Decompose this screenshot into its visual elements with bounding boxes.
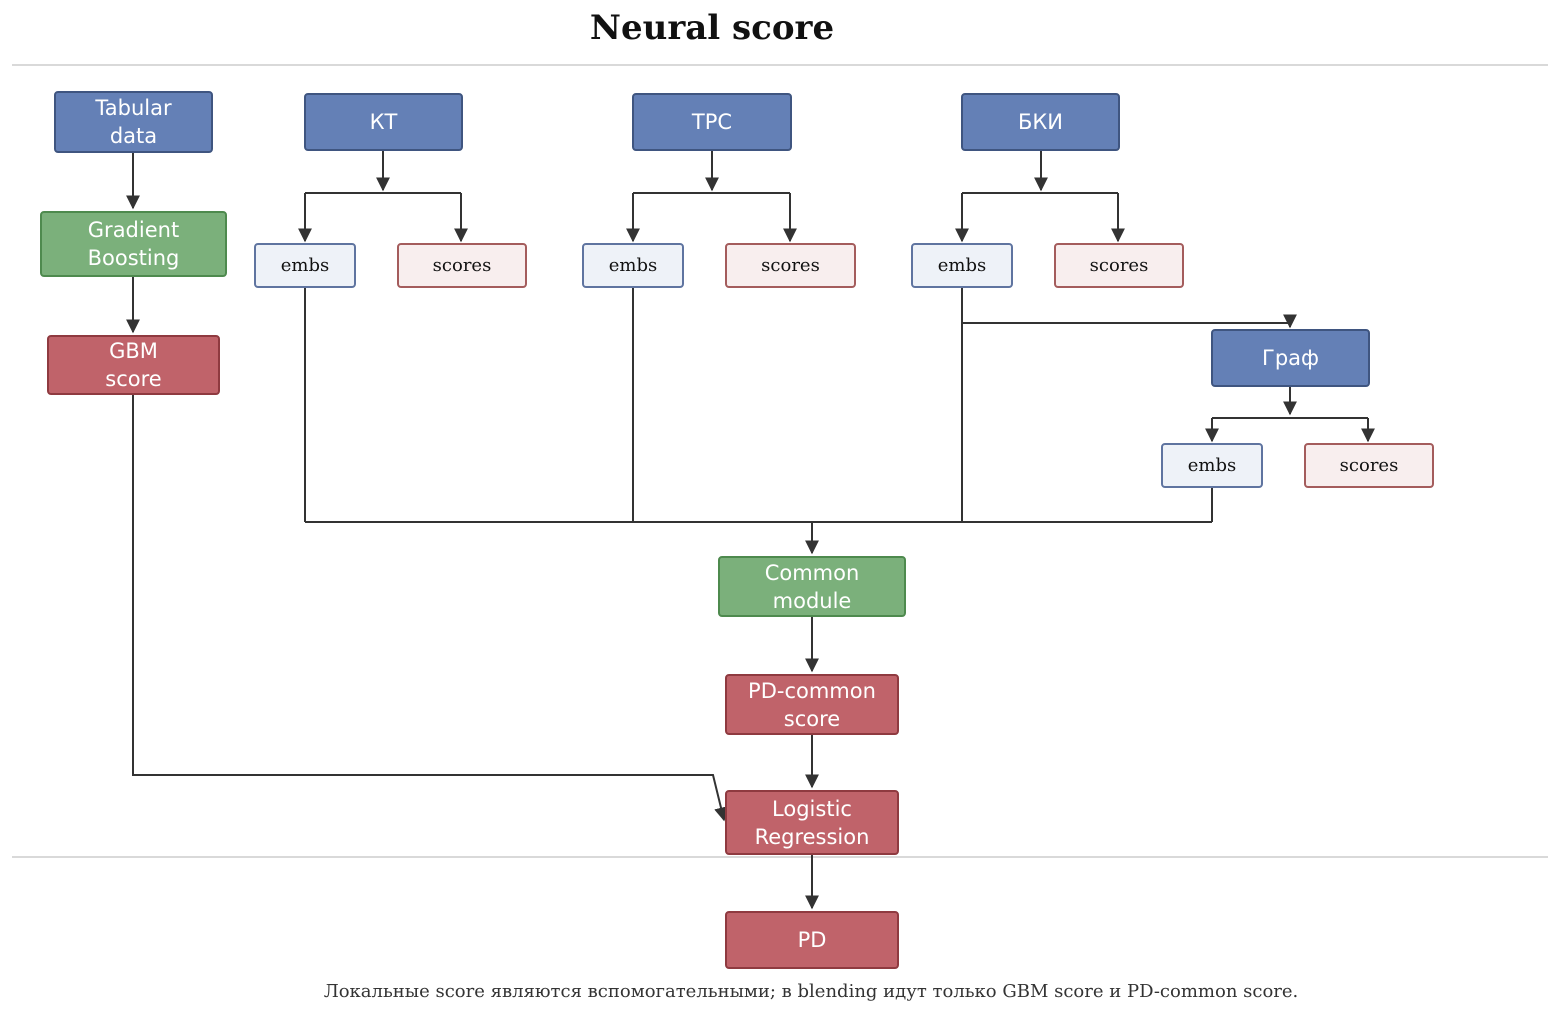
bottom-divider	[12, 856, 1548, 858]
node-pd-common-score: PD-common score	[725, 674, 899, 735]
node-trs-embs: embs	[582, 243, 684, 288]
edge-bki-embs-to-graph	[962, 314, 1297, 329]
node-gradient-boosting: Gradient Boosting	[40, 211, 227, 277]
node-logistic-regression: Logistic Regression	[725, 790, 899, 855]
node-graph: Граф	[1211, 329, 1370, 387]
node-tabular-data: Tabular data	[54, 91, 213, 153]
node-graph-embs: embs	[1161, 443, 1263, 488]
node-trs: ТРС	[632, 93, 792, 151]
node-bki-embs: embs	[911, 243, 1013, 288]
node-bki-scores: scores	[1054, 243, 1184, 288]
node-pd: PD	[725, 911, 899, 969]
node-graph-scores: scores	[1304, 443, 1434, 488]
node-kt-scores: scores	[397, 243, 527, 288]
node-kt-embs: embs	[254, 243, 356, 288]
node-gbm-score: GBM score	[47, 335, 220, 395]
edge-gbm-to-lr	[132, 395, 728, 822]
node-kt: КТ	[304, 93, 463, 151]
node-trs-scores: scores	[725, 243, 856, 288]
diagram-title: Neural score	[589, 8, 835, 48]
caption: Локальные score являются вспомогательным…	[323, 981, 1299, 1002]
node-bki: БКИ	[961, 93, 1120, 151]
node-common-module: Common module	[718, 556, 906, 617]
top-divider	[12, 64, 1548, 66]
